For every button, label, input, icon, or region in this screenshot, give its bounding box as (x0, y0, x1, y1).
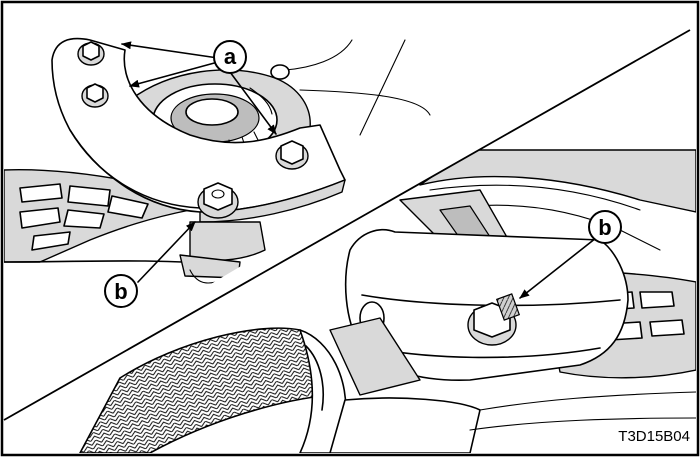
callout-leader-b-lower (519, 237, 597, 299)
callout-leader-b-upper (137, 221, 196, 283)
exhaust-flex-pipe (78, 327, 481, 453)
callout-a: a (213, 40, 247, 74)
figure-code: T3D15B04 (618, 428, 690, 445)
bracket-plate (51, 37, 346, 284)
callout-b-upper: b (104, 274, 138, 308)
callout-b-lower: b (588, 210, 622, 244)
lower-view (78, 149, 696, 453)
bolt-a-3 (275, 140, 309, 170)
bolt-b-lower (467, 293, 521, 346)
bolt-a-1 (77, 41, 105, 66)
bolt-a-2 (81, 83, 109, 108)
callout-leaders-a (121, 41, 277, 135)
callout-b-lower-label: b (598, 215, 611, 240)
callout-b-upper-label: b (114, 279, 127, 304)
view-divider (3, 29, 691, 421)
bolt-b-upper (197, 182, 239, 219)
mount-bracket (329, 189, 629, 396)
upper-view (4, 37, 431, 284)
callout-a-label: a (224, 44, 237, 69)
